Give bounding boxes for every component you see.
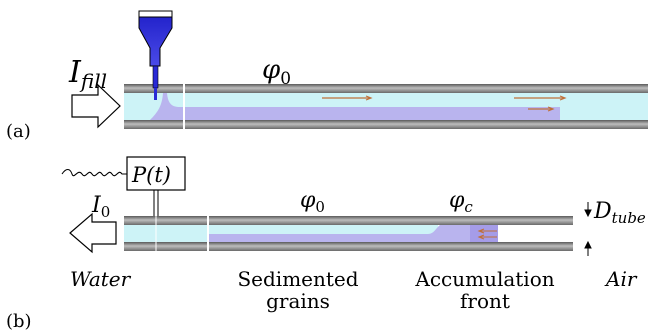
sediment-label-line2: grains xyxy=(266,289,330,313)
tube-a-suspension-layer xyxy=(180,107,560,120)
pressure-sensor xyxy=(126,156,186,216)
water-label: Water xyxy=(70,267,132,291)
tube-b-sediment xyxy=(208,225,498,242)
phi0-label-a: φ0 xyxy=(262,55,291,89)
tube-b-bottom-wall xyxy=(124,242,573,251)
tube-diameter-label: Dtube xyxy=(593,199,646,227)
syringe-icon xyxy=(138,10,173,100)
front-label-line1: Accumulation xyxy=(414,267,554,291)
air-label: Air xyxy=(604,267,638,291)
flow-arrow-icon xyxy=(477,228,497,240)
tube-b-air xyxy=(498,225,573,242)
tube-b-accumulation-front xyxy=(470,225,498,242)
tube-a-bottom-wall xyxy=(124,120,648,129)
flow-arrow-icon xyxy=(322,95,567,112)
pressure-label: P(t) xyxy=(131,163,171,187)
phi0-label-b: φ0 xyxy=(300,188,325,216)
fill-current-label: Ifill xyxy=(68,55,107,93)
outflow-current-label: I0 xyxy=(91,193,110,221)
phic-label: φc xyxy=(449,188,473,216)
panel-b-label: (b) xyxy=(6,311,32,332)
inflow-arrow-icon xyxy=(71,83,121,129)
outflow-arrow-icon xyxy=(69,212,117,254)
panel-b: P(t) I0 φ0 φc Dtube Water Sedimented gra… xyxy=(6,156,646,332)
sediment-label-line1: Sedimented xyxy=(237,267,358,291)
tube-diameter-markers xyxy=(584,202,592,256)
panel-a: Ifill φ0 (a) xyxy=(6,10,648,142)
front-label-line2: front xyxy=(460,289,510,313)
pressure-spring-icon xyxy=(61,168,127,177)
tube-b-top-wall xyxy=(124,216,573,225)
panel-a-label: (a) xyxy=(6,121,31,142)
tube-a-top-wall xyxy=(124,84,648,93)
